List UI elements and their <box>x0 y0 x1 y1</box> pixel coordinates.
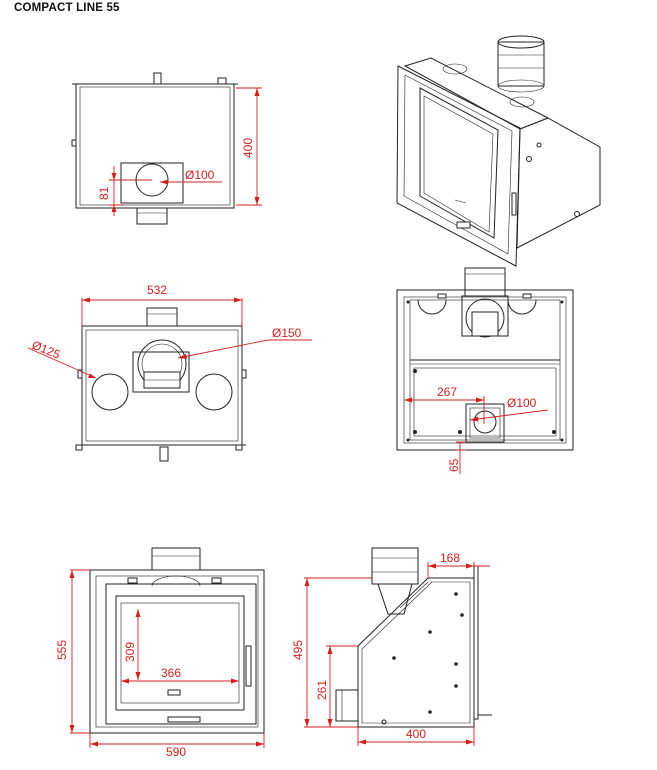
dim-side-lower-height: 261 <box>315 680 329 700</box>
dim-rear-width: 532 <box>147 283 167 297</box>
bottom-view: 267 Ø100 65 <box>396 267 574 474</box>
isometric-view <box>396 35 601 267</box>
dim-inlet-offset: 65 <box>447 458 461 472</box>
rear-view: 532 Ø125 Ø150 <box>27 283 312 462</box>
dim-glass-height: 309 <box>123 642 137 662</box>
dim-glass-width: 366 <box>161 666 181 680</box>
top-view: 400 81 Ø100 <box>71 72 262 225</box>
dim-front-width: 590 <box>166 745 186 759</box>
page-title: COMPACT LINE 55 <box>14 2 120 14</box>
dim-top-flue-diameter: Ø100 <box>185 168 215 182</box>
front-view: 555 590 309 366 <box>55 547 265 759</box>
dim-side-depth: 400 <box>406 727 426 741</box>
dim-side-height: 495 <box>291 640 305 660</box>
side-view: 168 495 261 400 <box>291 547 492 746</box>
dim-flue-offset: 81 <box>97 186 111 200</box>
dim-side-duct-diameter: Ø125 <box>30 338 63 362</box>
dim-rear-flue-diameter: Ø150 <box>272 326 302 340</box>
dim-bottom-offset: 267 <box>437 385 457 399</box>
dim-side-top-depth: 168 <box>440 551 460 565</box>
dim-top-depth: 400 <box>241 138 255 158</box>
dim-front-height: 555 <box>55 640 69 660</box>
dim-air-inlet-diameter: Ø100 <box>507 396 537 410</box>
